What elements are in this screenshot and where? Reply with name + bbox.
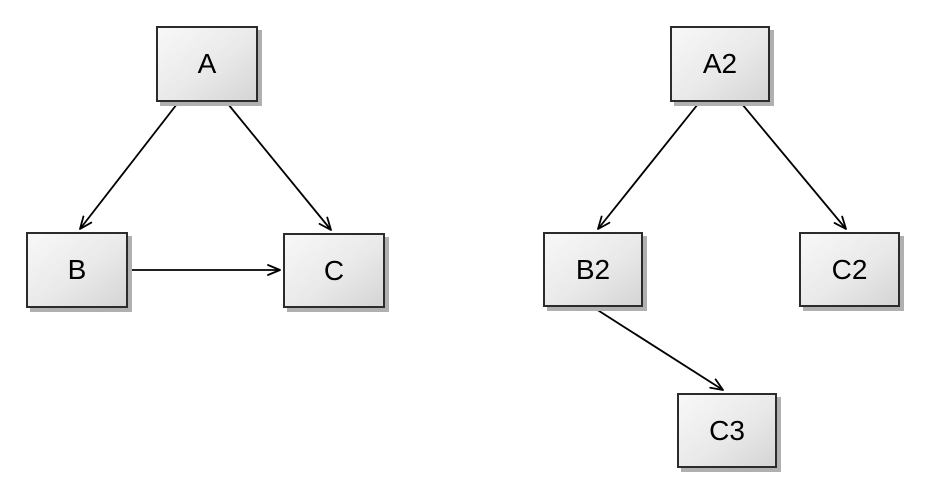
edge-A-to-B (79, 103, 178, 230)
node-C2[interactable]: C2 (799, 232, 900, 307)
node-label-A: A (197, 48, 217, 79)
node-label-B: B (67, 254, 87, 285)
node-label-B2: B2 (575, 253, 611, 285)
node-B2[interactable]: B2 (543, 232, 643, 307)
node-A[interactable]: A (156, 26, 258, 102)
node-B[interactable]: B (26, 232, 128, 308)
node-label-C2: C2 (831, 253, 868, 285)
node-label-C3: C3 (709, 414, 745, 446)
edge-A2-to-C2 (741, 103, 847, 230)
edge-A2-to-B2 (597, 103, 699, 230)
node-A2[interactable]: A2 (670, 26, 770, 102)
edge-A-to-C (227, 103, 332, 231)
edge-B2-to-C3 (595, 308, 724, 391)
node-C[interactable]: C (283, 233, 385, 308)
node-C3[interactable]: C3 (677, 393, 777, 468)
node-label-A2: A2 (702, 48, 738, 79)
node-label-C: C (323, 254, 345, 286)
